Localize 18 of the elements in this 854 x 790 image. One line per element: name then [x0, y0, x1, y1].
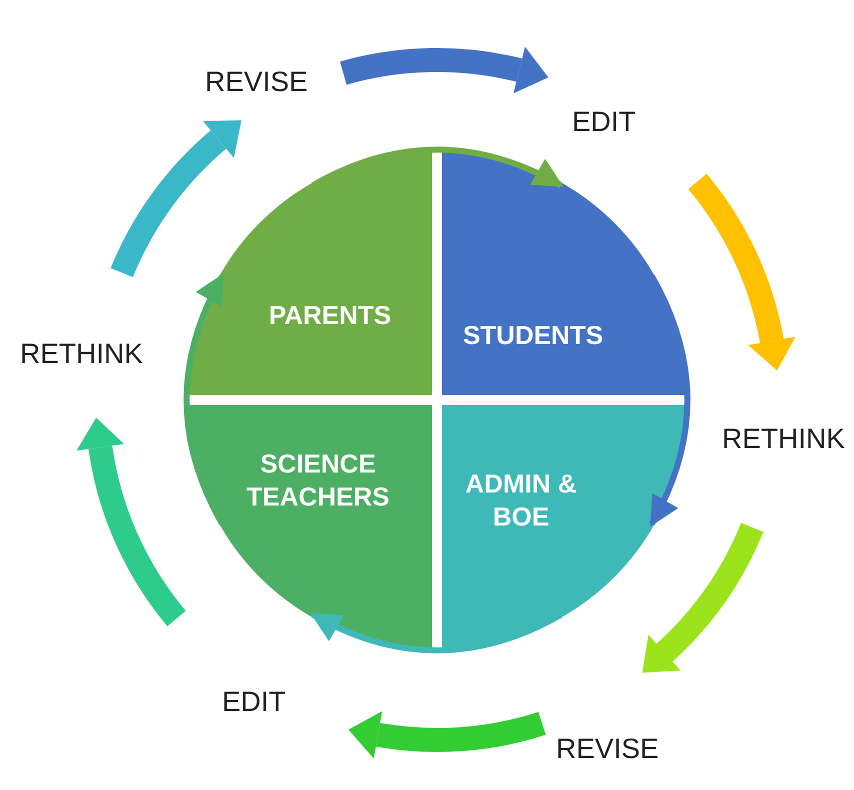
stage-label: EDIT [222, 688, 286, 716]
stage-label: EDIT [572, 108, 636, 136]
segment-label: SCIENCE TEACHERS [246, 448, 390, 512]
stage-label: RETHINK [722, 425, 845, 453]
arrow [312, 146, 564, 188]
stage-label: REVISE [556, 735, 659, 763]
quadrant-segment [441, 404, 687, 650]
arrow [184, 273, 225, 526]
quadrant-segment [187, 404, 433, 650]
stage-label: REVISE [205, 68, 308, 96]
segment-label: STUDENTS [462, 318, 604, 352]
quadrant-segment [441, 150, 687, 396]
arrow [649, 274, 690, 527]
arrow [310, 612, 562, 654]
quadrant-segment [187, 150, 433, 396]
segment-label: PARENTS [268, 298, 392, 332]
segment-label: ADMIN & BOE [464, 468, 578, 532]
stage-label: RETHINK [20, 340, 143, 368]
